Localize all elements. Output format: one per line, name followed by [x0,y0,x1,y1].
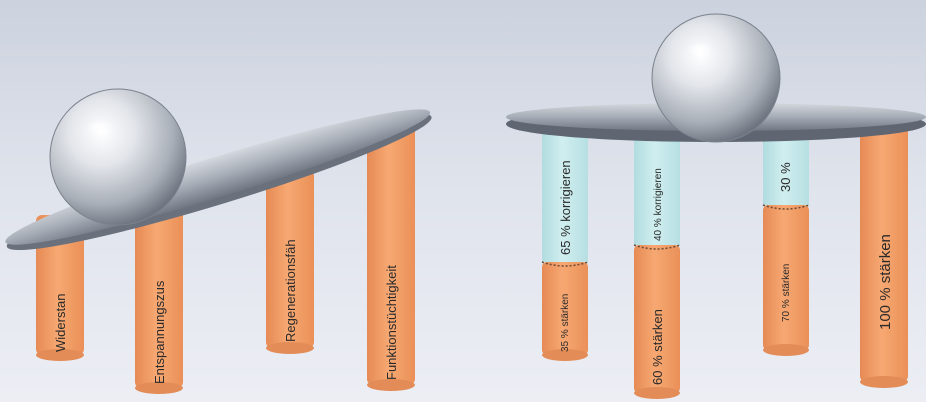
left-pillar-regeneration: Regenerationsfäh [266,170,314,354]
right-ball [651,13,781,143]
right-pillar-upper-label: 40 % korrigieren [653,168,664,241]
right-pillar-c: 30 % 70 % stärken [762,125,810,356]
right-pillar-upper-label: 30 % [778,162,793,192]
left-pillar-entspannung: Entspannungszus [135,200,183,394]
right-diagram: 65 % korrigieren 35 % stärken 40 % korri… [506,13,926,399]
left-pillar-label: Widerstan [53,293,68,352]
right-pillar-lower-label: 100 % stärken [877,234,894,330]
left-pillar-label: Regenerationsfäh [283,239,298,342]
left-pillar-funktion: Funktionstüchtigkeit [367,125,415,391]
left-pillar-label: Entspannungszus [152,280,167,384]
left-diagram: Widerstan Entspannungszus Regenerationsf… [5,88,432,394]
right-pillar-lower-label: 60 % stärken [650,309,665,385]
right-pillar-a: 65 % korrigieren 35 % stärken [541,120,589,361]
right-pillar-lower-label: 70 % stärken [781,264,792,322]
left-ball [49,88,187,226]
right-pillar-d: 100 % stärken [860,120,908,388]
right-pillar-b: 40 % korrigieren 60 % stärken [633,125,681,399]
left-pillar-label: Funktionstüchtigkeit [384,265,399,380]
left-pillar-widerstand: Widerstan [36,215,84,361]
right-pillar-lower-label: 35 % stärken [560,294,571,352]
right-pillar-upper-label: 65 % korrigieren [558,160,573,255]
